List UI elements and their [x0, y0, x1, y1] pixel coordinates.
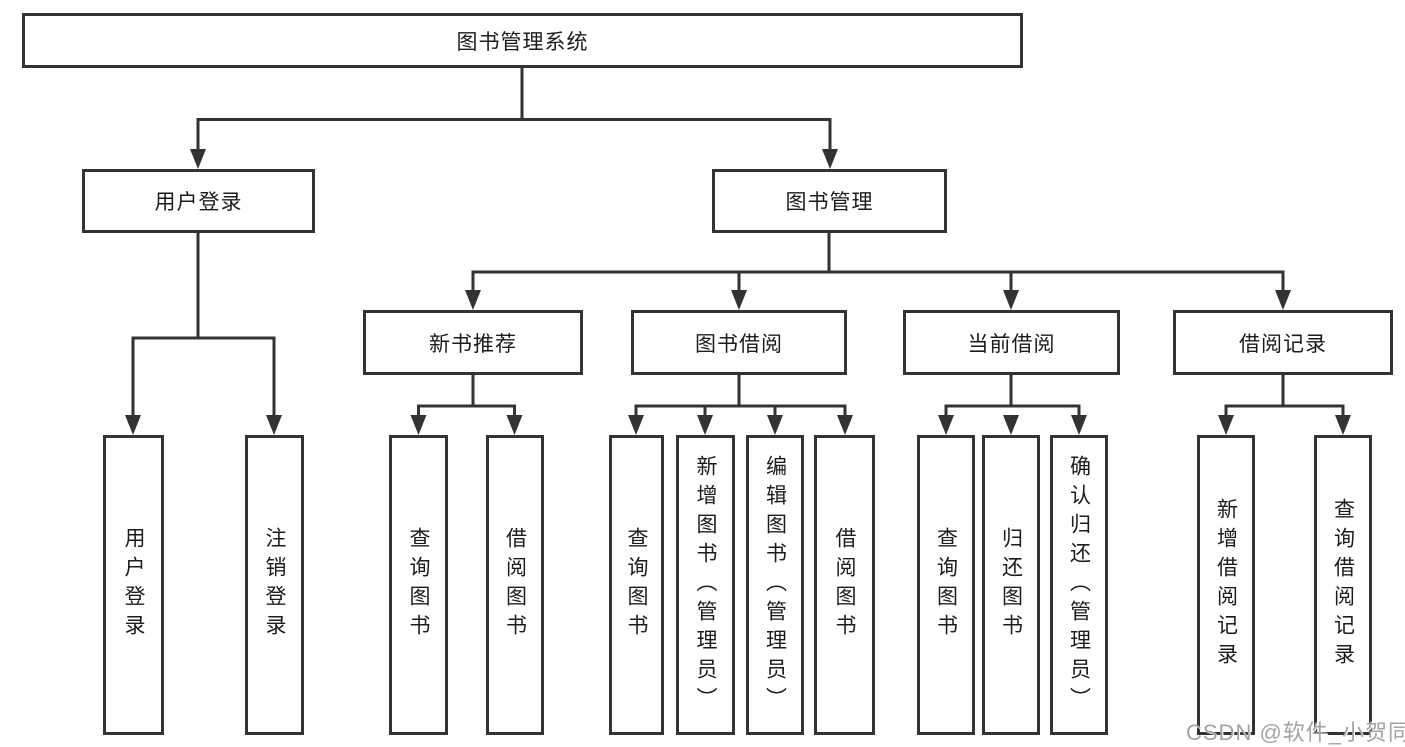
leaf-records-query-record: 查询借阅记录: [1314, 435, 1372, 735]
node-user-login: 用户登录: [82, 169, 315, 233]
leaf-current-query-books: 查询图书: [917, 435, 975, 735]
leaf-borrow-query-books: 查询图书: [609, 435, 664, 735]
leaf-borrow-add-books-admin: 新增图书（管理员）: [676, 435, 735, 735]
node-system-root: 图书管理系统: [22, 13, 1023, 68]
node-new-book-recommend: 新书推荐: [363, 310, 583, 375]
arrowheads: [125, 149, 1351, 435]
node-book-borrow: 图书借阅: [631, 310, 847, 375]
node-current-borrow: 当前借阅: [903, 310, 1120, 375]
leaf-records-add-record: 新增借阅记录: [1197, 435, 1255, 735]
leaf-current-confirm-return-admin: 确认归还（管理员）: [1050, 435, 1108, 735]
leaf-borrow-borrow-books: 借阅图书: [814, 435, 875, 735]
leaf-recommend-borrow-books: 借阅图书: [486, 435, 544, 735]
node-borrow-records: 借阅记录: [1173, 310, 1393, 375]
leaf-user-login: 用户登录: [103, 435, 164, 735]
csdn-watermark: CSDN @软件_小贺同学: [1186, 720, 1405, 745]
leaf-recommend-query-books: 查询图书: [389, 435, 448, 735]
leaf-logout: 注销登录: [245, 435, 304, 735]
node-book-management: 图书管理: [712, 169, 947, 233]
leaf-borrow-edit-books-admin: 编辑图书（管理员）: [746, 435, 804, 735]
leaf-current-return-books: 归还图书: [982, 435, 1040, 735]
